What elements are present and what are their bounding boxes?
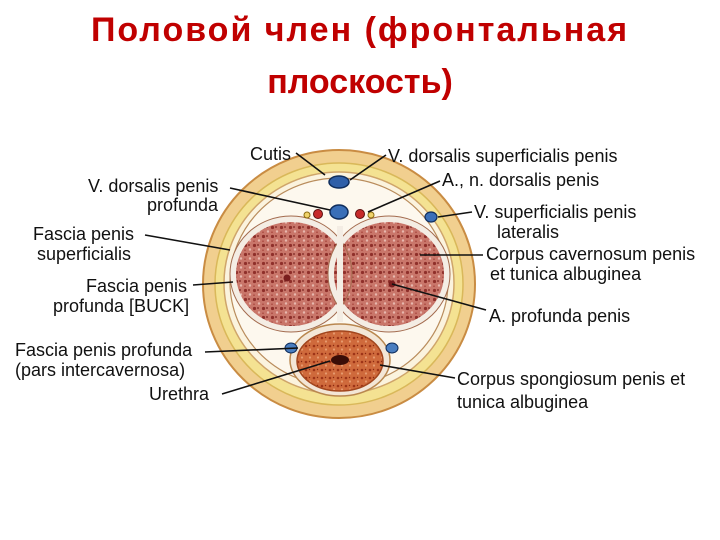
label-fascia-profunda-2: profunda [BUCK] <box>53 296 189 316</box>
label-fascia-intercavernosa-1: Fascia penis profunda <box>15 340 193 360</box>
label-corpus-spongiosum-1: Corpus spongiosum penis et <box>457 369 685 389</box>
corpus-spongiosum <box>289 323 391 397</box>
n-dorsalis-left <box>303 211 311 219</box>
label-urethra: Urethra <box>149 384 210 404</box>
label-corpus-cavernosum-2: et tunica albuginea <box>490 264 642 284</box>
title-line-1: Половой член (фронтальная <box>90 11 630 49</box>
a-profunda-left <box>283 274 291 282</box>
a-dorsalis-left <box>313 209 323 219</box>
label-corpus-spongiosum-2: tunica albuginea <box>457 392 589 412</box>
title-line-2: плоскость) <box>267 63 453 101</box>
label-a-n-dorsalis: A., n. dorsalis penis <box>442 170 599 190</box>
label-a-profunda: A. profunda penis <box>489 306 630 326</box>
vessels <box>284 175 438 354</box>
v-superficialis-lateralis <box>424 211 438 223</box>
label-fascia-superficialis-2: superficialis <box>37 244 131 264</box>
label-v-superficialis-lateralis-2: lateralis <box>497 222 559 242</box>
v-dorsalis-superficialis <box>328 175 350 189</box>
n-dorsalis-right <box>367 211 375 219</box>
label-fascia-superficialis-1: Fascia penis <box>33 224 134 244</box>
a-dorsalis-right <box>355 209 365 219</box>
label-v-superficialis-lateralis-1: V. superficialis penis <box>474 202 636 222</box>
urethra-lumen <box>331 355 349 365</box>
leader-lines <box>144 152 487 395</box>
v-dorsalis-profunda <box>329 204 349 220</box>
label-fascia-intercavernosa-2: (pars intercavernosa) <box>15 360 185 380</box>
corpora-cavernosa <box>229 215 451 333</box>
septum-penis <box>337 226 343 322</box>
label-cutis: Cutis <box>250 144 291 164</box>
label-fascia-profunda-1: Fascia penis <box>86 276 187 296</box>
label-v-dorsalis-profunda-2: profunda <box>147 195 219 215</box>
v-lateral-right-lower <box>385 342 399 354</box>
corpus-cavernosum-right <box>328 216 450 332</box>
label-v-dorsalis-profunda-1: V. dorsalis penis <box>88 176 218 196</box>
label-corpus-cavernosum-1: Corpus cavernosum penis <box>486 244 695 264</box>
page-title: Половой член (фронтальная плоскость) <box>0 0 720 108</box>
label-v-dorsalis-superficialis: V. dorsalis superficialis penis <box>388 146 617 166</box>
